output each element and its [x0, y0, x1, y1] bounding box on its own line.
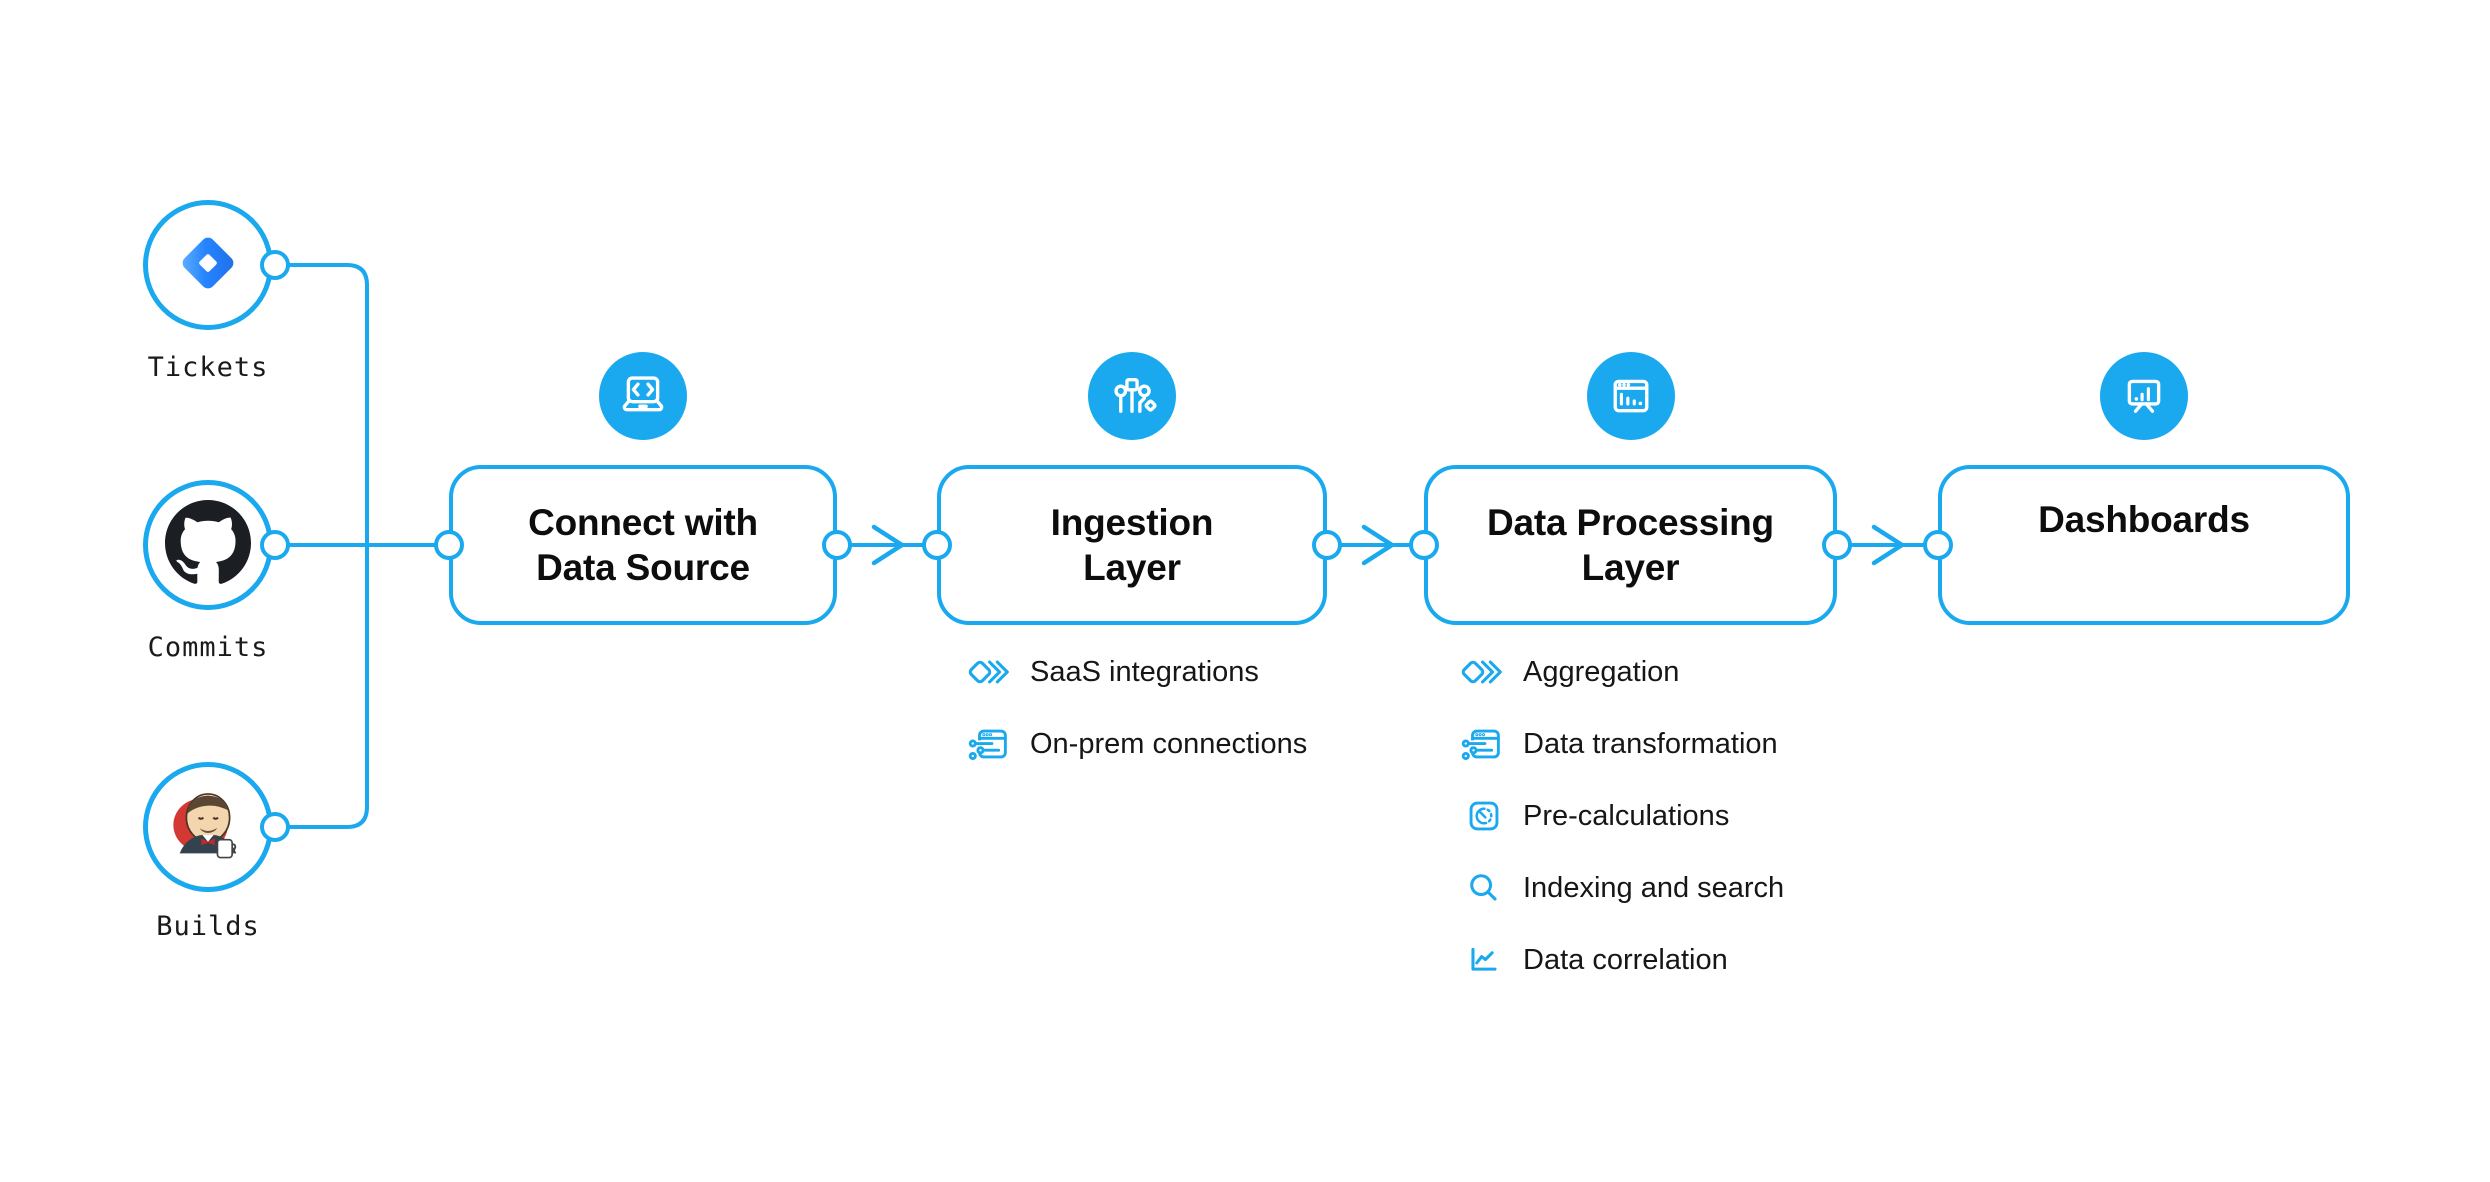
list-item: Data correlation — [1461, 937, 1784, 983]
feature-label: Indexing and search — [1523, 871, 1785, 904]
stacked-layers-icon — [1461, 649, 1507, 695]
source-commits-label: Commits — [147, 632, 269, 663]
stage-box-ingestion-layer: Ingestion Layer — [937, 465, 1327, 625]
window-sliders-icon — [1461, 721, 1507, 767]
ingestion-layer-feature-list: SaaS integrations On — [968, 649, 1307, 793]
stage-box-title: Connect with Data Source — [528, 502, 758, 588]
stage-box-title: Data Processing Layer — [1487, 502, 1774, 588]
list-item: SaaS integrations — [968, 649, 1307, 695]
github-icon — [165, 499, 251, 591]
stage-box-dashboards: Dashboards — [1938, 465, 2350, 625]
window-sliders-icon — [968, 721, 1014, 767]
arrowhead-icon — [1871, 524, 1905, 566]
laptop-code-icon — [599, 352, 687, 440]
tickets-builds-connector — [288, 263, 369, 829]
source-tickets-circle — [143, 200, 273, 330]
source-commits-circle — [143, 480, 273, 610]
line-chart-icon — [1461, 937, 1507, 983]
feature-label: SaaS integrations — [1030, 655, 1259, 688]
feature-label: Data transformation — [1523, 727, 1778, 760]
arrowhead-icon — [871, 524, 905, 566]
list-item: Pre-calculations — [1461, 793, 1784, 839]
window-bar-chart-icon — [1587, 352, 1675, 440]
circuit-nodes-icon — [1088, 352, 1176, 440]
arrowhead-icon — [1361, 524, 1395, 566]
source-builds-circle — [143, 762, 273, 892]
data-processing-layer-feature-list: Aggregation Data tra — [1461, 649, 1784, 1009]
stage-box-title: Dashboards — [2038, 498, 2250, 540]
list-item: Aggregation — [1461, 649, 1784, 695]
list-item: On-prem connections — [968, 721, 1307, 767]
list-item: Indexing and search — [1461, 865, 1784, 911]
presentation-chart-icon — [2100, 352, 2188, 440]
jira-icon — [175, 230, 241, 301]
stage-box-connect-with-data-source: Connect with Data Source — [449, 465, 837, 625]
stage-box-data-processing-layer: Data Processing Layer — [1424, 465, 1837, 625]
gauge-icon — [1461, 793, 1507, 839]
stage-box-title: Ingestion Layer — [1050, 502, 1214, 588]
source-tickets-label: Tickets — [147, 352, 269, 383]
search-icon — [1461, 865, 1507, 911]
list-item: Data transformation — [1461, 721, 1784, 767]
feature-label: Data correlation — [1523, 943, 1728, 976]
feature-label: Pre-calculations — [1523, 799, 1730, 832]
source-builds-label: Builds — [156, 911, 260, 942]
stacked-layers-icon — [968, 649, 1014, 695]
feature-label: On-prem connections — [1030, 727, 1308, 760]
feature-label: Aggregation — [1523, 655, 1680, 688]
jenkins-icon — [166, 783, 250, 872]
